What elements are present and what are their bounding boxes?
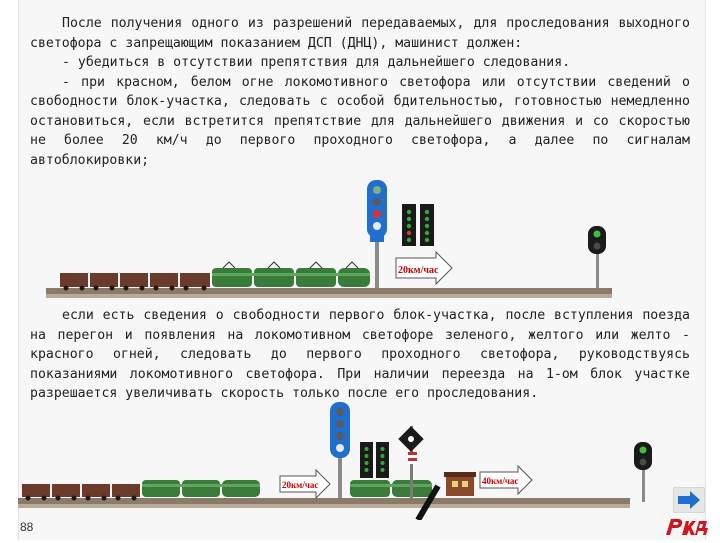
page-number: 88 bbox=[20, 520, 34, 534]
arrow-right-icon bbox=[678, 491, 700, 509]
locomotive-left bbox=[142, 480, 260, 497]
locomotive bbox=[212, 261, 370, 287]
exit-signal bbox=[330, 402, 350, 498]
scene-passage-illustration: 20км/час bbox=[18, 402, 652, 520]
speed-limit-arrow-sign-40: 40км/час bbox=[479, 464, 533, 496]
passage-signal bbox=[588, 226, 606, 288]
speed-sign-label: 20км/час bbox=[398, 265, 439, 276]
locomotive-cab-signals bbox=[402, 204, 434, 246]
crossing-barrier bbox=[415, 484, 441, 520]
locomotive-cab-signals bbox=[360, 442, 389, 478]
paragraph-item-1: - убедиться в отсутствии препятствия для… bbox=[62, 55, 571, 70]
speed-limit-arrow-sign: 20км/час bbox=[395, 250, 453, 286]
paragraph-intro: После получения одного из разрешений пер… bbox=[30, 16, 690, 51]
text-block-bottom: если есть сведения о свободности первого… bbox=[30, 306, 690, 404]
paragraph-free-block: если есть сведения о свободности первого… bbox=[30, 308, 690, 401]
freight-wagons bbox=[22, 484, 140, 501]
rzd-logo-icon bbox=[666, 519, 708, 535]
exit-signal bbox=[367, 180, 387, 288]
locomotive-right bbox=[350, 480, 432, 497]
text-block-top: После получения одного из разрешений пер… bbox=[30, 14, 690, 170]
speed-sign-label-2: 40км/час bbox=[482, 476, 518, 486]
speed-sign-label-1: 20км/час bbox=[282, 480, 318, 490]
scene-departure-illustration: 20км/час bbox=[46, 180, 612, 298]
freight-wagons bbox=[60, 273, 210, 291]
crossing-booth bbox=[444, 472, 476, 496]
level-crossing-signal bbox=[398, 426, 424, 500]
next-slide-button[interactable] bbox=[673, 487, 705, 513]
paragraph-item-2: - при красном, белом огне локомотивного … bbox=[30, 74, 690, 168]
passage-signal bbox=[634, 442, 652, 502]
rzd-logo bbox=[664, 515, 710, 543]
speed-limit-arrow-sign-20: 20км/час bbox=[279, 468, 331, 500]
railway-track bbox=[46, 288, 612, 298]
railway-track bbox=[18, 498, 630, 508]
